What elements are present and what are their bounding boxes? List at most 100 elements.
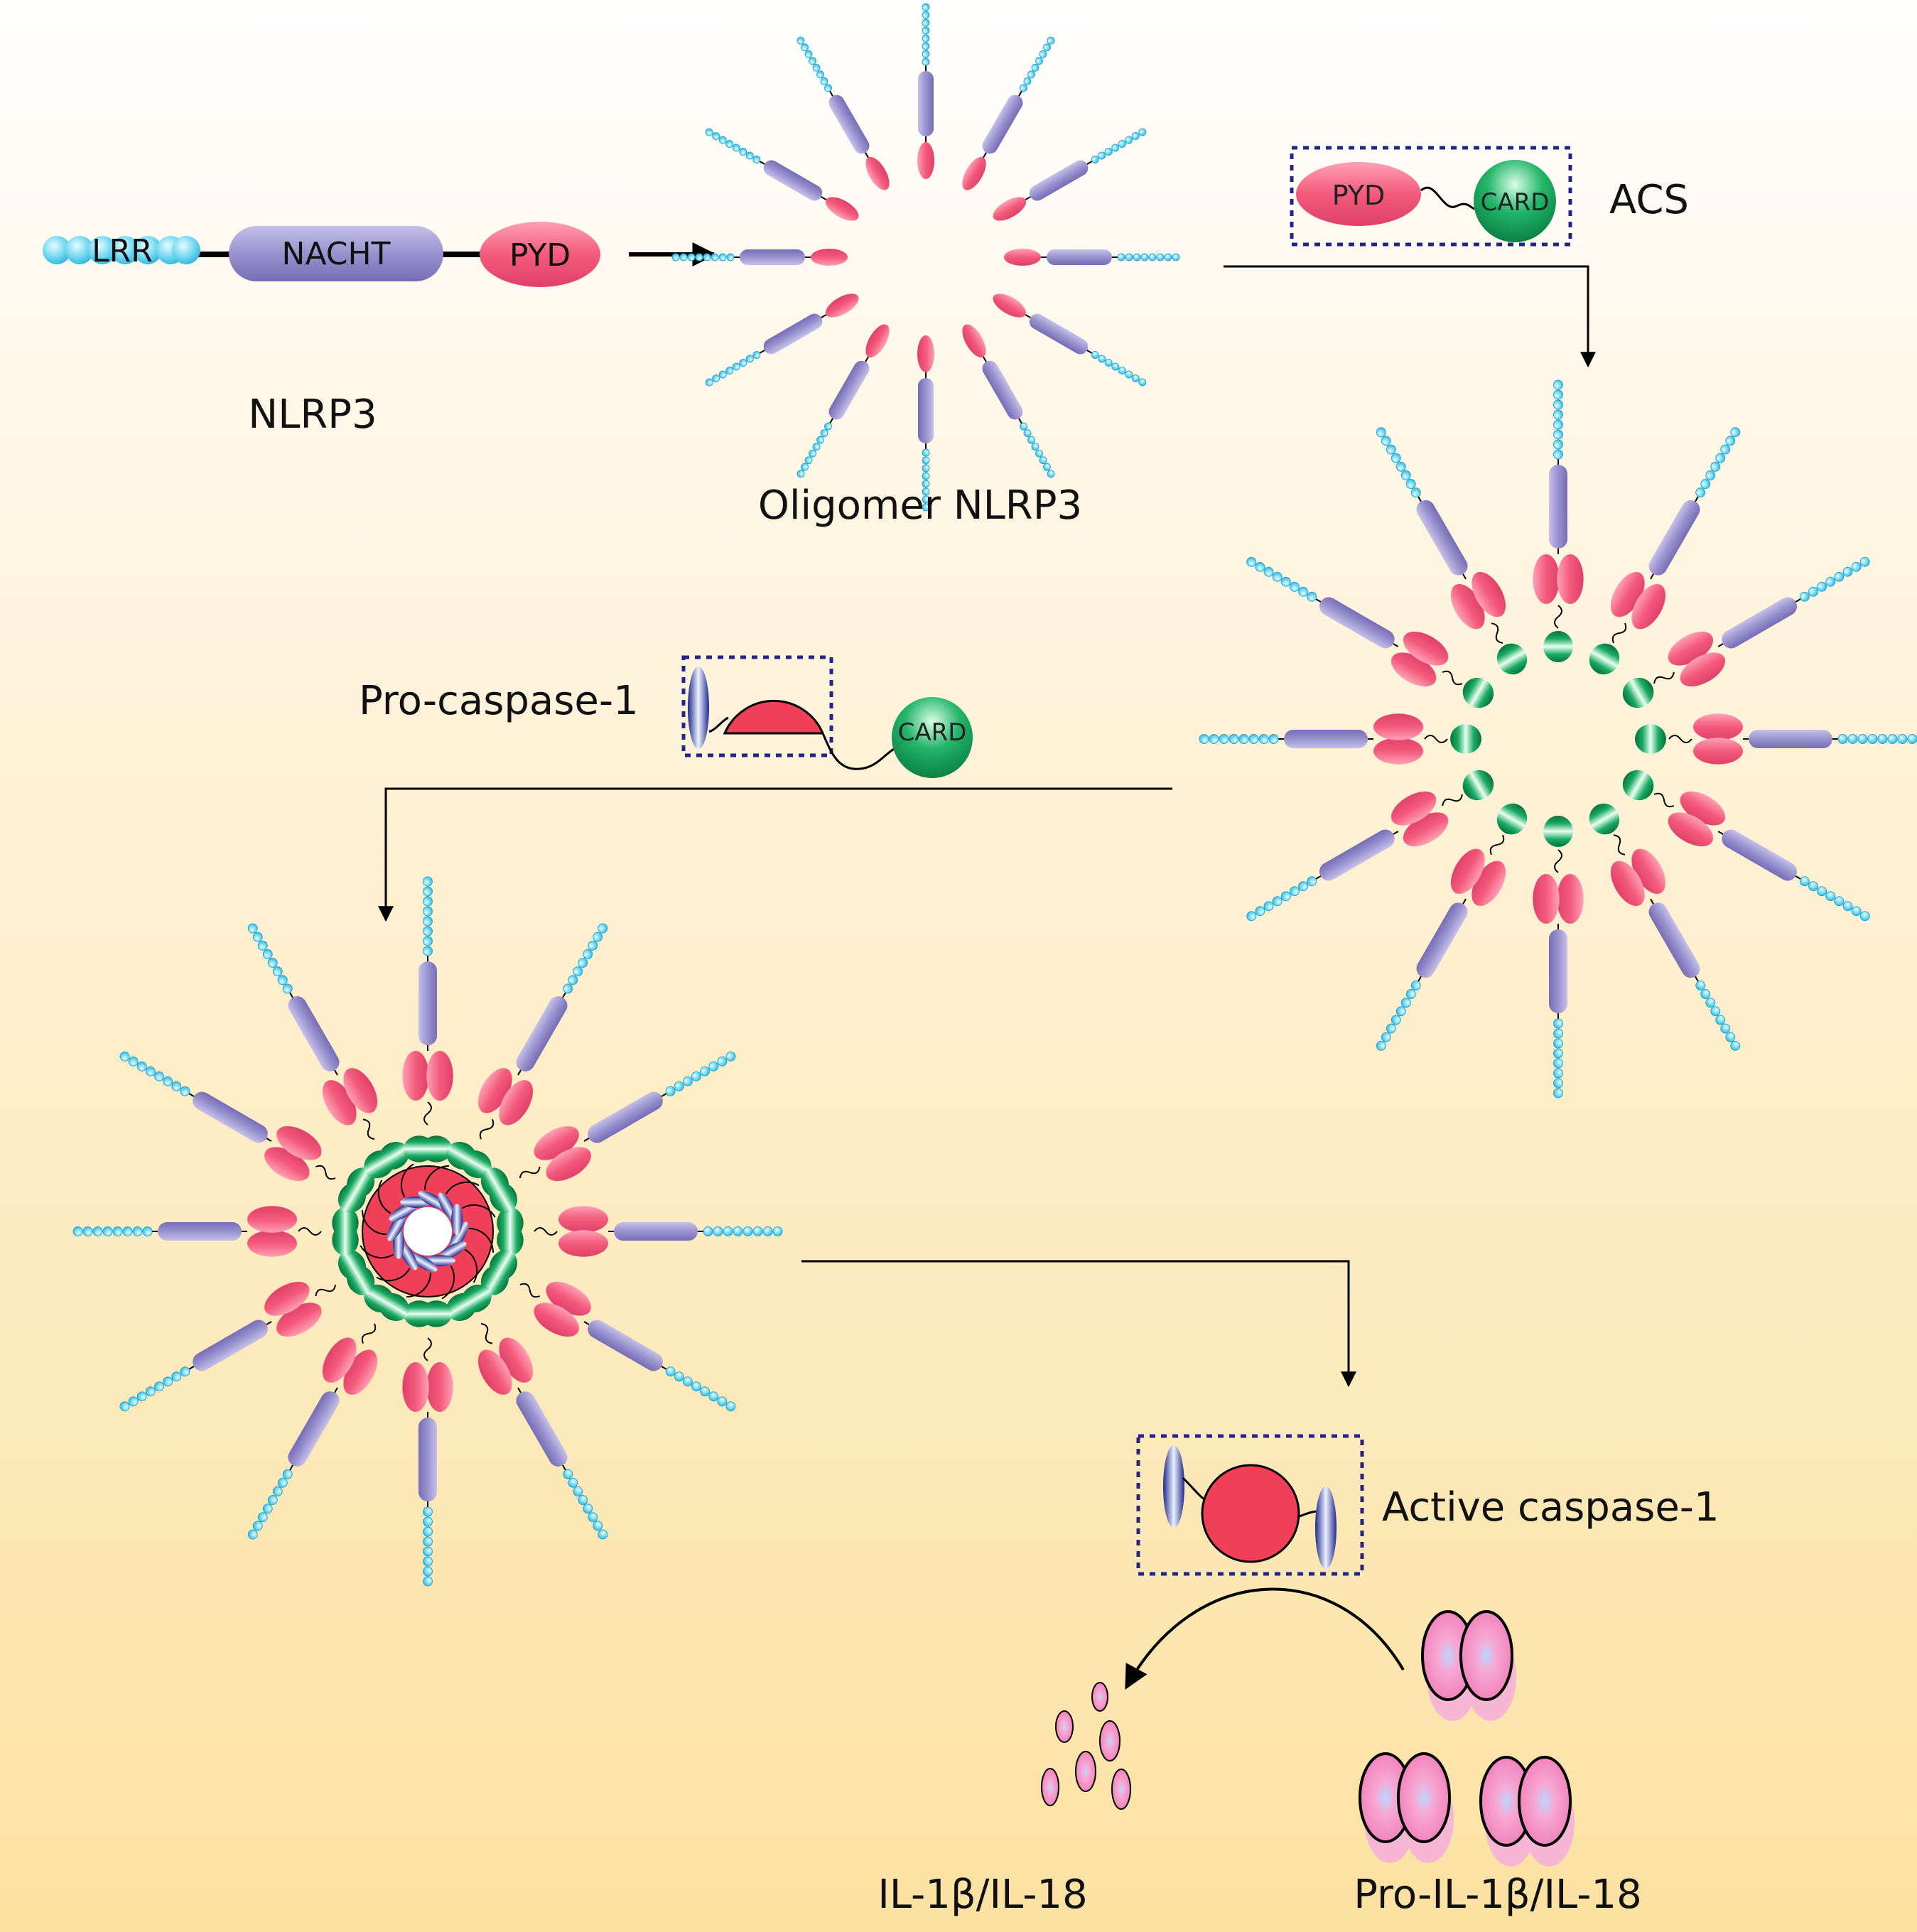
lrr-bead bbox=[43, 236, 71, 264]
pyd-domain bbox=[264, 1147, 310, 1182]
lrr-bead bbox=[1897, 734, 1908, 744]
nacht-domain bbox=[418, 961, 437, 1045]
lrr-bead bbox=[712, 132, 720, 141]
lrr-bead bbox=[145, 1066, 156, 1076]
lrr-bead bbox=[804, 456, 813, 465]
lrr-bead bbox=[1700, 479, 1711, 490]
lrr-bead bbox=[682, 1376, 693, 1387]
domain-linker bbox=[1695, 496, 1699, 502]
lrr-bead bbox=[1140, 253, 1149, 261]
nacht-domain bbox=[1648, 500, 1700, 576]
lrr-bead bbox=[247, 923, 258, 934]
domain-linker bbox=[562, 992, 566, 998]
lrr-bead bbox=[752, 156, 761, 164]
caspase-subunit bbox=[377, 1180, 417, 1221]
lrr-bead bbox=[563, 983, 573, 994]
card-domain bbox=[446, 1293, 477, 1322]
pyd-domain bbox=[276, 1302, 322, 1337]
lrr-bead bbox=[112, 1226, 123, 1236]
lrr-bead bbox=[1553, 1018, 1563, 1029]
pyd-domain bbox=[343, 1349, 378, 1395]
lrr-bead bbox=[1834, 896, 1845, 907]
lrr-bead bbox=[277, 1477, 288, 1488]
domain-linker bbox=[1025, 196, 1031, 200]
lrr-bead bbox=[122, 1226, 133, 1236]
lrr-bead bbox=[1837, 734, 1848, 744]
lrr-bead bbox=[674, 1371, 684, 1382]
il-group: IL-1β/IL-18 bbox=[878, 1682, 1131, 1918]
pyd-domain bbox=[426, 1051, 453, 1101]
lrr-bead bbox=[1020, 422, 1027, 431]
nlrp3-arm bbox=[705, 293, 859, 387]
caspase-blue-domain bbox=[387, 1213, 406, 1241]
lrr-bead bbox=[423, 896, 433, 907]
lrr-bead bbox=[665, 1086, 676, 1096]
lrr-bead bbox=[593, 932, 603, 942]
lrr-bead bbox=[723, 1226, 733, 1236]
lrr-bead bbox=[272, 966, 283, 977]
nlrp3-arm bbox=[962, 324, 1055, 478]
lrr-bead bbox=[119, 1051, 130, 1062]
lrr-bead bbox=[1289, 886, 1300, 897]
domain-linker bbox=[1418, 976, 1422, 982]
pyd-domain bbox=[558, 1206, 608, 1233]
nlrp3-arm bbox=[1246, 556, 1494, 708]
domain-linker bbox=[759, 161, 765, 165]
lrr-bead bbox=[1553, 1028, 1563, 1039]
lrr-bead bbox=[1400, 998, 1411, 1008]
asc-linker bbox=[1613, 834, 1626, 856]
nlrp3-arm bbox=[796, 36, 890, 190]
lrr-bead bbox=[1268, 734, 1279, 744]
domain-linker bbox=[188, 1366, 195, 1370]
pro-il-pair bbox=[1479, 1756, 1575, 1867]
il-fragment bbox=[1091, 1682, 1108, 1712]
domain-linker bbox=[829, 418, 833, 424]
pyd-domain bbox=[1533, 874, 1560, 924]
nacht-domain bbox=[763, 313, 823, 355]
lrr-bead bbox=[1695, 980, 1706, 991]
pro-caspase-card-domain bbox=[892, 697, 973, 778]
pyd-domain bbox=[1450, 583, 1485, 630]
lrr-bead bbox=[573, 1486, 583, 1496]
pro-caspase-blue-domain bbox=[688, 667, 709, 749]
il-fragment bbox=[1055, 1710, 1074, 1743]
lrr-bead bbox=[732, 144, 740, 152]
lrr-bead bbox=[1133, 253, 1141, 261]
lrr-bead bbox=[674, 1081, 684, 1091]
lrr-bead bbox=[282, 1469, 293, 1479]
lrr-bead bbox=[423, 1516, 433, 1527]
pyd-domain bbox=[1403, 812, 1449, 847]
pyd-domain bbox=[322, 1080, 357, 1126]
nlrp3-arm bbox=[72, 1206, 359, 1257]
card-domain bbox=[403, 1300, 435, 1327]
lrr-bead bbox=[423, 916, 433, 927]
caspase-subunit bbox=[406, 1253, 438, 1297]
lrr-bead bbox=[812, 63, 821, 72]
lrr-bead bbox=[1553, 1038, 1563, 1049]
lrr-bead bbox=[1209, 734, 1219, 744]
lrr-bead bbox=[593, 1521, 603, 1531]
nacht-domain bbox=[828, 95, 870, 154]
lrr-bead bbox=[1553, 419, 1563, 430]
lrr-bead bbox=[1246, 556, 1257, 567]
lrr-bead bbox=[172, 236, 200, 264]
il-fragment bbox=[1111, 1769, 1131, 1810]
lrr-bead bbox=[1238, 734, 1249, 744]
lrr-bead bbox=[922, 472, 930, 480]
lrr-bead bbox=[816, 436, 824, 444]
pyd-domain bbox=[247, 1230, 297, 1257]
pyd-domain bbox=[1472, 571, 1506, 617]
lrr-bead bbox=[1047, 470, 1055, 478]
pyd-domain bbox=[811, 249, 848, 266]
lrr-bead bbox=[922, 3, 930, 11]
lrr-bead bbox=[578, 957, 588, 968]
pyd-domain bbox=[1557, 874, 1584, 924]
lrr-bead bbox=[72, 1226, 83, 1236]
asc-linker bbox=[519, 1166, 541, 1179]
active-caspase-1: Active caspase-1 bbox=[1136, 1434, 1719, 1576]
lrr-bead bbox=[1859, 911, 1870, 922]
domain-linker bbox=[1717, 831, 1724, 835]
caspase-subunit-edge bbox=[406, 1272, 431, 1297]
domain-linker bbox=[821, 314, 827, 318]
